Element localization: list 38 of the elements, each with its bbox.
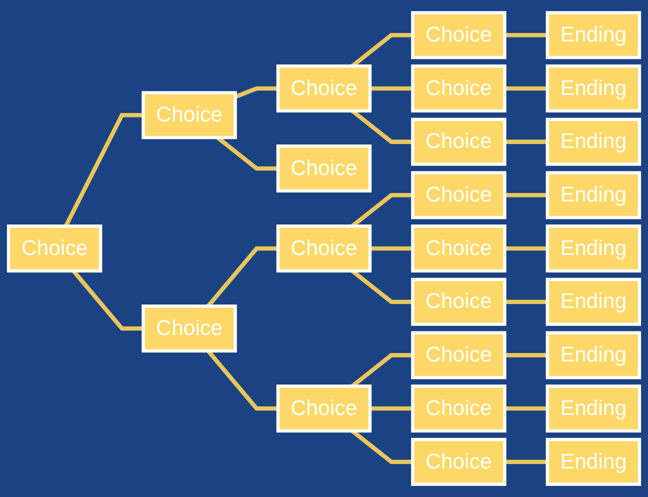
node-box: Ending xyxy=(546,118,642,166)
node-box: Choice xyxy=(411,64,506,112)
connector xyxy=(504,86,548,91)
node-box: Ending xyxy=(546,438,642,486)
node-box: Choice xyxy=(411,438,506,486)
node-box: Ending xyxy=(546,171,642,220)
node-box: Choice xyxy=(411,171,506,220)
node-box: Choice xyxy=(6,224,102,272)
node-box: Choice xyxy=(142,304,237,353)
connector xyxy=(504,460,548,464)
connector xyxy=(504,193,548,198)
node-box: Ending xyxy=(546,11,642,60)
connector xyxy=(504,32,548,38)
node-box: Ending xyxy=(546,224,642,272)
node-box: Choice xyxy=(411,11,506,60)
connector xyxy=(504,353,548,358)
node-box: Choice xyxy=(276,224,372,272)
node-box: Choice xyxy=(142,91,237,140)
node-box: Choice xyxy=(276,384,372,433)
node-box: Ending xyxy=(546,278,642,326)
node-box: Choice xyxy=(276,64,372,112)
connector xyxy=(504,246,548,251)
node-box: Choice xyxy=(411,118,506,166)
node-box: Choice xyxy=(411,224,506,272)
connector xyxy=(504,300,548,304)
node-box: Ending xyxy=(546,384,642,433)
node-box: Choice xyxy=(276,144,372,192)
connector xyxy=(504,406,548,411)
connector xyxy=(370,406,413,411)
node-box: Choice xyxy=(411,384,506,433)
connector xyxy=(370,246,413,251)
connector xyxy=(234,86,278,99)
connector xyxy=(370,86,413,91)
node-box: Ending xyxy=(546,331,642,380)
connector xyxy=(504,140,548,144)
node-box: Choice xyxy=(411,278,506,326)
node-box: Ending xyxy=(546,64,642,112)
node-box: Choice xyxy=(411,331,506,380)
